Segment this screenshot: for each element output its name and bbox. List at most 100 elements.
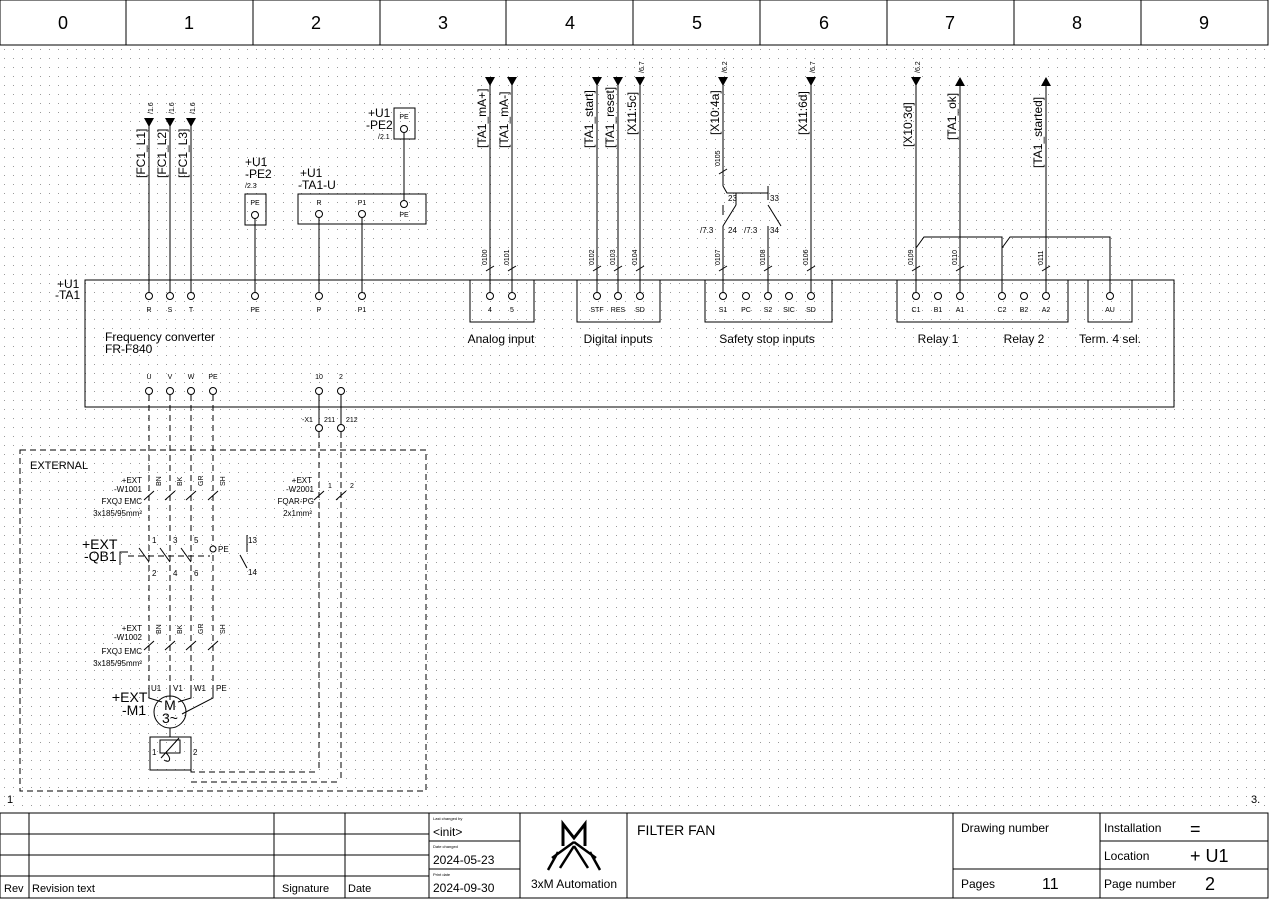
terminal-point[interactable] bbox=[998, 292, 1006, 300]
arrow-out-icon bbox=[1041, 77, 1051, 86]
motor-device-tag: -M1 bbox=[122, 702, 146, 718]
arrow-in-icon bbox=[165, 118, 175, 127]
sheet-corner-marker: 3. bbox=[1251, 794, 1260, 806]
terminal-point[interactable] bbox=[251, 211, 259, 219]
terminal-point[interactable] bbox=[251, 292, 259, 300]
column-number: 9 bbox=[1199, 13, 1209, 33]
drawing-title: FILTER FAN bbox=[637, 822, 715, 838]
wire-number: 0106 bbox=[803, 249, 810, 265]
cross-reference: /6.2 bbox=[915, 61, 922, 73]
contact-number: 34 bbox=[770, 226, 779, 235]
rev-header: Rev bbox=[4, 883, 24, 895]
pe-bar-right[interactable]: +U1 -PE2 /2.1 PE bbox=[366, 106, 416, 200]
external-area[interactable]: EXTERNAL +EXT -W1001 FXQJ EMC 3x185/95mm… bbox=[19, 449, 427, 792]
location-label: Location bbox=[1104, 849, 1149, 863]
terminal-point[interactable] bbox=[315, 387, 323, 395]
pe-bar-left[interactable]: +U1 -PE2 /2.3 PE bbox=[244, 155, 272, 292]
terminal-point[interactable] bbox=[337, 424, 345, 432]
dot-grid bbox=[0, 45, 1268, 812]
cross-reference: /7.3 bbox=[744, 226, 758, 235]
terminal-point[interactable] bbox=[785, 292, 793, 300]
terminal-point[interactable] bbox=[508, 292, 516, 300]
unit-installation-tag: +U1 bbox=[300, 166, 323, 180]
terminal-label: P1 bbox=[358, 200, 367, 207]
terminal-point[interactable] bbox=[358, 292, 366, 300]
terminal-point[interactable] bbox=[742, 292, 750, 300]
terminal-point[interactable] bbox=[145, 292, 153, 300]
terminal-point[interactable] bbox=[315, 210, 323, 218]
pin-label: U1 bbox=[151, 684, 162, 693]
converter-description: Frequency converter bbox=[105, 330, 215, 344]
terminal-label: AU bbox=[1105, 307, 1115, 314]
cross-reference: /1.6 bbox=[169, 102, 176, 114]
pages-value: 11 bbox=[1042, 876, 1059, 893]
terminal-point[interactable] bbox=[315, 424, 323, 432]
arrow-in-icon bbox=[911, 77, 921, 86]
terminal-point[interactable] bbox=[1020, 292, 1028, 300]
terminal-point[interactable] bbox=[764, 292, 772, 300]
frequency-converter[interactable]: +U1 -TA1 Frequency converter FR-F840 bbox=[55, 277, 1175, 408]
terminal-point[interactable] bbox=[636, 292, 644, 300]
column-number: 7 bbox=[945, 13, 955, 33]
terminal-point[interactable] bbox=[593, 292, 601, 300]
terminal-point[interactable] bbox=[145, 387, 153, 395]
terminal-label: S2 bbox=[764, 307, 773, 314]
pin-label: 3 bbox=[173, 536, 178, 545]
cable-type: FXQJ EMC bbox=[102, 647, 143, 656]
safety-inputs-box bbox=[704, 280, 833, 323]
terminal-point[interactable] bbox=[209, 545, 217, 553]
cable-size: 3x185/95mm² bbox=[93, 659, 142, 668]
cross-reference: /2.1 bbox=[378, 134, 390, 141]
terminal-point[interactable] bbox=[209, 387, 217, 395]
terminal-point[interactable] bbox=[807, 292, 815, 300]
group-label: Term. 4 sel. bbox=[1079, 332, 1141, 346]
terminal-point[interactable] bbox=[1106, 292, 1114, 300]
terminal-point[interactable] bbox=[1042, 292, 1050, 300]
terminal-point[interactable] bbox=[166, 387, 174, 395]
signature-header: Signature bbox=[282, 883, 329, 895]
column-number: 8 bbox=[1072, 13, 1082, 33]
terminal-point[interactable] bbox=[166, 292, 174, 300]
page-number-label: Page number bbox=[1104, 877, 1176, 891]
wire-number: 0111 bbox=[1038, 250, 1045, 265]
wire-number: 0107 bbox=[715, 249, 722, 265]
terminal-point[interactable] bbox=[486, 292, 494, 300]
terminal-point[interactable] bbox=[187, 292, 195, 300]
terminal-point[interactable] bbox=[358, 210, 366, 218]
signal-label: [TA1_reset] bbox=[603, 87, 617, 148]
terminal-label: C2 bbox=[998, 307, 1007, 314]
terminal-point[interactable] bbox=[719, 292, 727, 300]
terminal-label: W bbox=[188, 374, 195, 381]
title-block: Rev Revision text Signature Date Last ch… bbox=[0, 812, 1269, 899]
core-label: SH bbox=[220, 476, 227, 486]
terminal-point[interactable] bbox=[956, 292, 964, 300]
cable-tag: -W2001 bbox=[286, 485, 315, 494]
terminal-point[interactable] bbox=[337, 387, 345, 395]
signal-label: [TA1_start] bbox=[582, 90, 596, 148]
column-header: 0 1 2 3 4 5 6 7 8 9 bbox=[0, 0, 1269, 46]
brake-unit[interactable]: +U1 -TA1-U R P1 PE bbox=[297, 166, 427, 292]
arrow-in-icon bbox=[592, 77, 602, 86]
cable-tag: +EXT bbox=[292, 476, 312, 485]
terminal-point[interactable] bbox=[912, 292, 920, 300]
unit-device-tag: -TA1-U bbox=[298, 178, 336, 192]
pin-label: 1 bbox=[152, 536, 157, 545]
terminal-point[interactable] bbox=[400, 200, 408, 208]
terminal-point[interactable] bbox=[614, 292, 622, 300]
column-number: 5 bbox=[692, 13, 702, 33]
terminal-label: PE bbox=[399, 114, 409, 121]
cable-size: 2x1mm² bbox=[283, 509, 312, 518]
cable-tag: -W1002 bbox=[114, 633, 143, 642]
terminal-point[interactable] bbox=[934, 292, 942, 300]
pe-device-tag: -PE2 bbox=[366, 118, 393, 132]
external-label: EXTERNAL bbox=[30, 460, 88, 472]
converter-outline[interactable] bbox=[84, 279, 1175, 408]
core-label: BK bbox=[177, 624, 184, 634]
cross-reference: /6.7 bbox=[639, 61, 646, 73]
terminal-point[interactable] bbox=[315, 292, 323, 300]
terminal-point[interactable] bbox=[400, 125, 408, 133]
terminal-point[interactable] bbox=[187, 387, 195, 395]
cross-reference: /2.3 bbox=[245, 183, 257, 190]
cross-reference: /1.6 bbox=[148, 102, 155, 114]
